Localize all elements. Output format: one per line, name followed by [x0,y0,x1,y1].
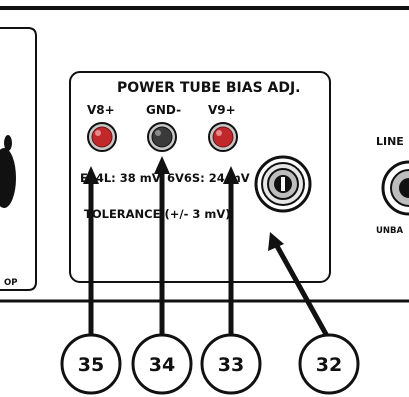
panel-title: POWER TUBE BIAS ADJ. [117,80,301,96]
callout-35: 35 [60,333,122,395]
left-op-label: OP [4,278,17,288]
callout-32-number: 32 [316,354,342,376]
callout-33: 33 [200,333,262,395]
bias-panel: POWER TUBE BIAS ADJ. V8+ GND- V9+ E34L: … [69,71,331,283]
arrow-34 [154,156,170,174]
v9-terminal [208,122,238,152]
callout-35-number: 35 [78,354,104,376]
left-knob [0,148,16,208]
leader-lines [88,167,330,343]
v8-label: V8+ [87,103,115,117]
leader-32 [274,243,330,339]
callout-34: 34 [131,333,193,395]
v8-terminal [87,122,117,152]
arrow-33 [223,166,239,184]
bias-pot-icon [254,155,312,213]
e34l-spec: E34L: 38 mV [80,171,161,185]
left-panel-fragment: OP [0,27,37,291]
bias-panel-frame [69,71,331,283]
gnd-label: GND- [146,103,181,117]
gnd-terminal [147,122,177,152]
arrow-35 [83,166,99,184]
tolerance-text: TOLERANCE (+/- 3 mV) [84,207,231,221]
arrow-32 [268,232,284,251]
line-jack-fragment: LINE UNBA [376,135,409,236]
arrowheads [83,156,284,251]
callout-33-number: 33 [218,354,244,376]
callout-32: 32 [298,333,360,395]
v9-label: V9+ [208,103,236,117]
callout-34-number: 34 [149,354,175,376]
line-label: LINE [376,135,404,148]
unbal-label: UNBA [376,226,403,236]
left-marker [4,135,12,151]
